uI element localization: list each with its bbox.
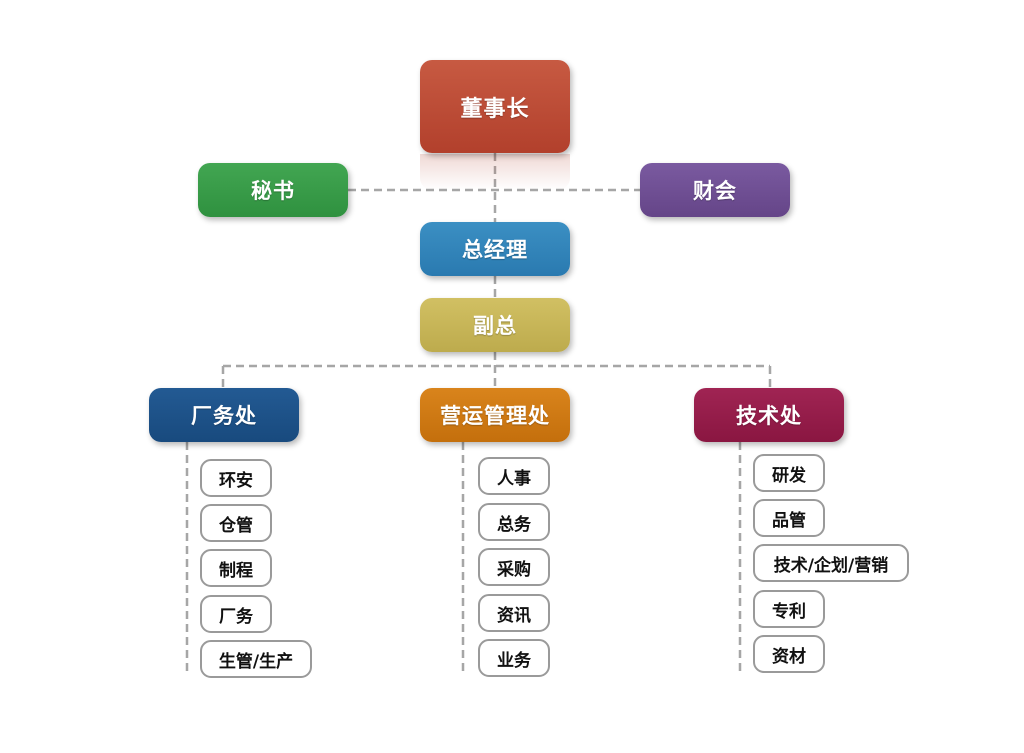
sub-item[interactable]: 技术/企划/营销 [753,544,909,582]
sub-item[interactable]: 资讯 [478,594,550,632]
vice-president-label: 副总 [473,314,517,338]
department-label: 厂务处 [191,404,257,428]
sub-item[interactable]: 制程 [200,549,272,587]
finance-label: 财会 [693,179,737,203]
sub-item[interactable]: 人事 [478,457,550,495]
sub-item[interactable]: 采购 [478,548,550,586]
sub-item[interactable]: 专利 [753,590,825,628]
sub-item-label: 专利 [772,601,806,622]
general-manager-label: 总经理 [462,238,528,262]
sub-item[interactable]: 研发 [753,454,825,492]
secretary-label: 秘书 [251,179,295,203]
secretary-node[interactable]: 秘书 [198,163,348,217]
sub-item-label: 厂务 [219,606,253,627]
department-operations-node[interactable]: 营运管理处 [420,388,570,442]
chairman-node[interactable]: 董事长 [420,60,570,153]
chairman-label: 董事长 [460,96,530,122]
sub-item-label: 品管 [772,510,806,531]
department-label: 技术处 [736,404,802,428]
sub-item-label: 生管/生产 [218,651,294,672]
sub-item[interactable]: 生管/生产 [200,640,312,678]
department-label: 营运管理处 [440,404,550,428]
sub-item[interactable]: 仓管 [200,504,272,542]
sub-item[interactable]: 业务 [478,639,550,677]
sub-item-label: 制程 [219,560,253,581]
finance-node[interactable]: 财会 [640,163,790,217]
sub-item-label: 采购 [497,559,531,580]
sub-item-label: 资材 [772,646,806,667]
department-factory-node[interactable]: 厂务处 [149,388,299,442]
general-manager-node[interactable]: 总经理 [420,222,570,276]
sub-item-label: 研发 [772,465,806,486]
sub-item[interactable]: 总务 [478,503,550,541]
sub-item[interactable]: 环安 [200,459,272,497]
chairman-reflection [420,154,570,190]
sub-item-label: 技术/企划/营销 [773,555,889,576]
vice-president-node[interactable]: 副总 [420,298,570,352]
sub-item-label: 人事 [497,468,531,489]
sub-item[interactable]: 厂务 [200,595,272,633]
sub-item-label: 环安 [219,470,253,491]
sub-item-label: 业务 [497,650,531,671]
sub-item-label: 资讯 [497,605,531,626]
department-technology-node[interactable]: 技术处 [694,388,844,442]
sub-item[interactable]: 品管 [753,499,825,537]
sub-item-label: 仓管 [219,515,253,536]
sub-item-label: 总务 [497,514,531,535]
sub-item[interactable]: 资材 [753,635,825,673]
